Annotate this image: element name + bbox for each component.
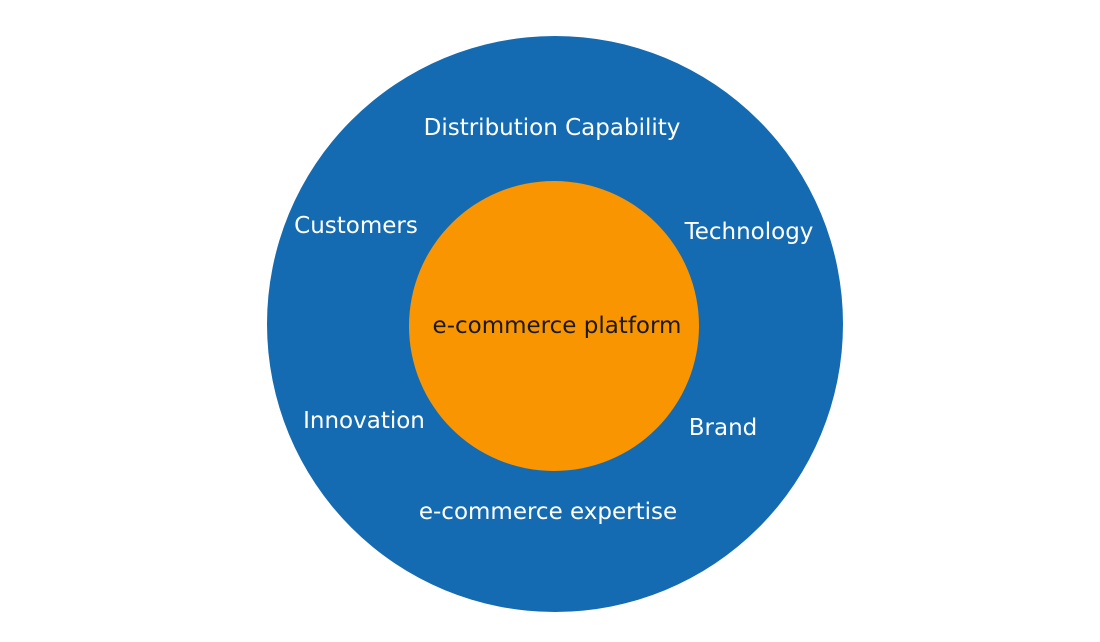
ring-label-innovation: Innovation — [303, 408, 425, 434]
ring-label-customers: Customers — [294, 213, 418, 239]
ring-label-brand: Brand — [688, 415, 758, 441]
center-label-ecommerce-platform: e-commerce platform — [432, 313, 682, 339]
center-circle — [409, 181, 699, 471]
ring-label-ecommerce-expertise: e-commerce expertise — [418, 499, 678, 525]
ring-label-technology: Technology — [684, 219, 814, 245]
ring-label-distribution-capability: Distribution Capability — [423, 115, 681, 141]
